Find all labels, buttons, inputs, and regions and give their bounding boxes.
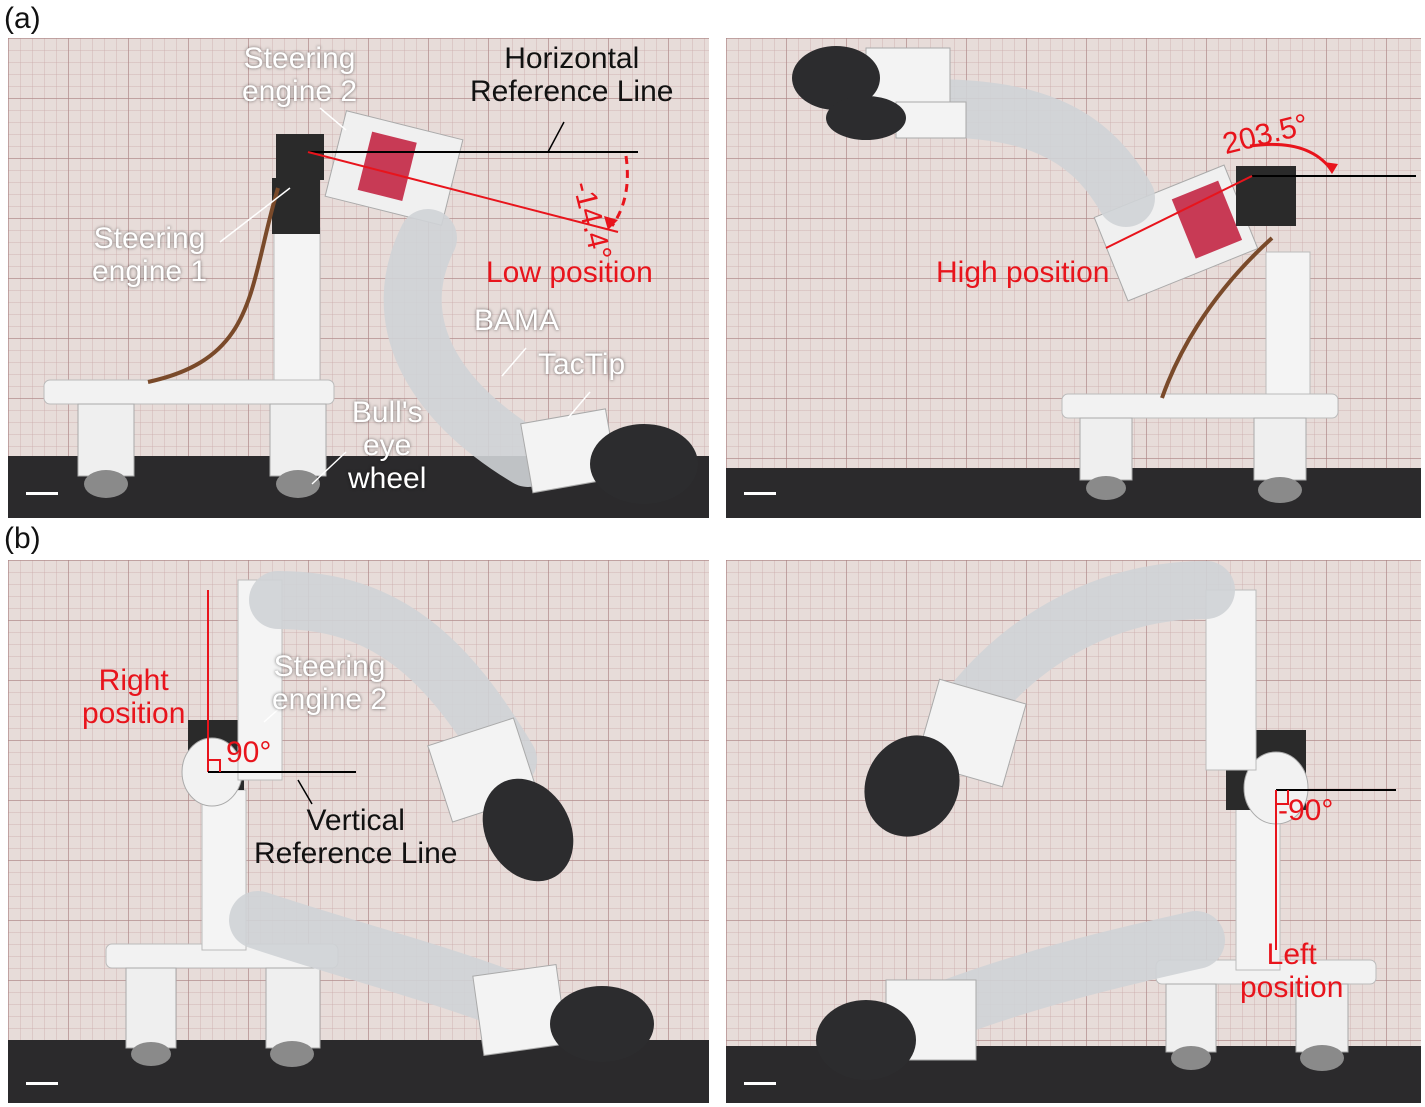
robot-scene-b-right [726,561,1421,1103]
scale-bar [26,1082,58,1085]
scale-bar [744,1082,776,1085]
label-high-position: High position [936,256,1110,289]
robot-scene-a-right [726,46,1421,518]
photo-a-high-position: 203.5° High position [726,38,1421,518]
robot-scene-a-left [8,107,709,518]
robot-scene-b-left [8,571,709,1103]
scale-bar [26,492,58,495]
angle-label-b-left: 90° [226,736,272,769]
label-bama: BAMA [474,304,560,337]
scale-bar [744,492,776,495]
panel-label-b: (b) [4,522,41,555]
label-low-position: Low position [486,256,653,289]
panel-label-a: (a) [4,2,41,35]
angle-label-b-right: -90° [1278,794,1334,827]
label-tactip: TacTip [538,348,626,381]
